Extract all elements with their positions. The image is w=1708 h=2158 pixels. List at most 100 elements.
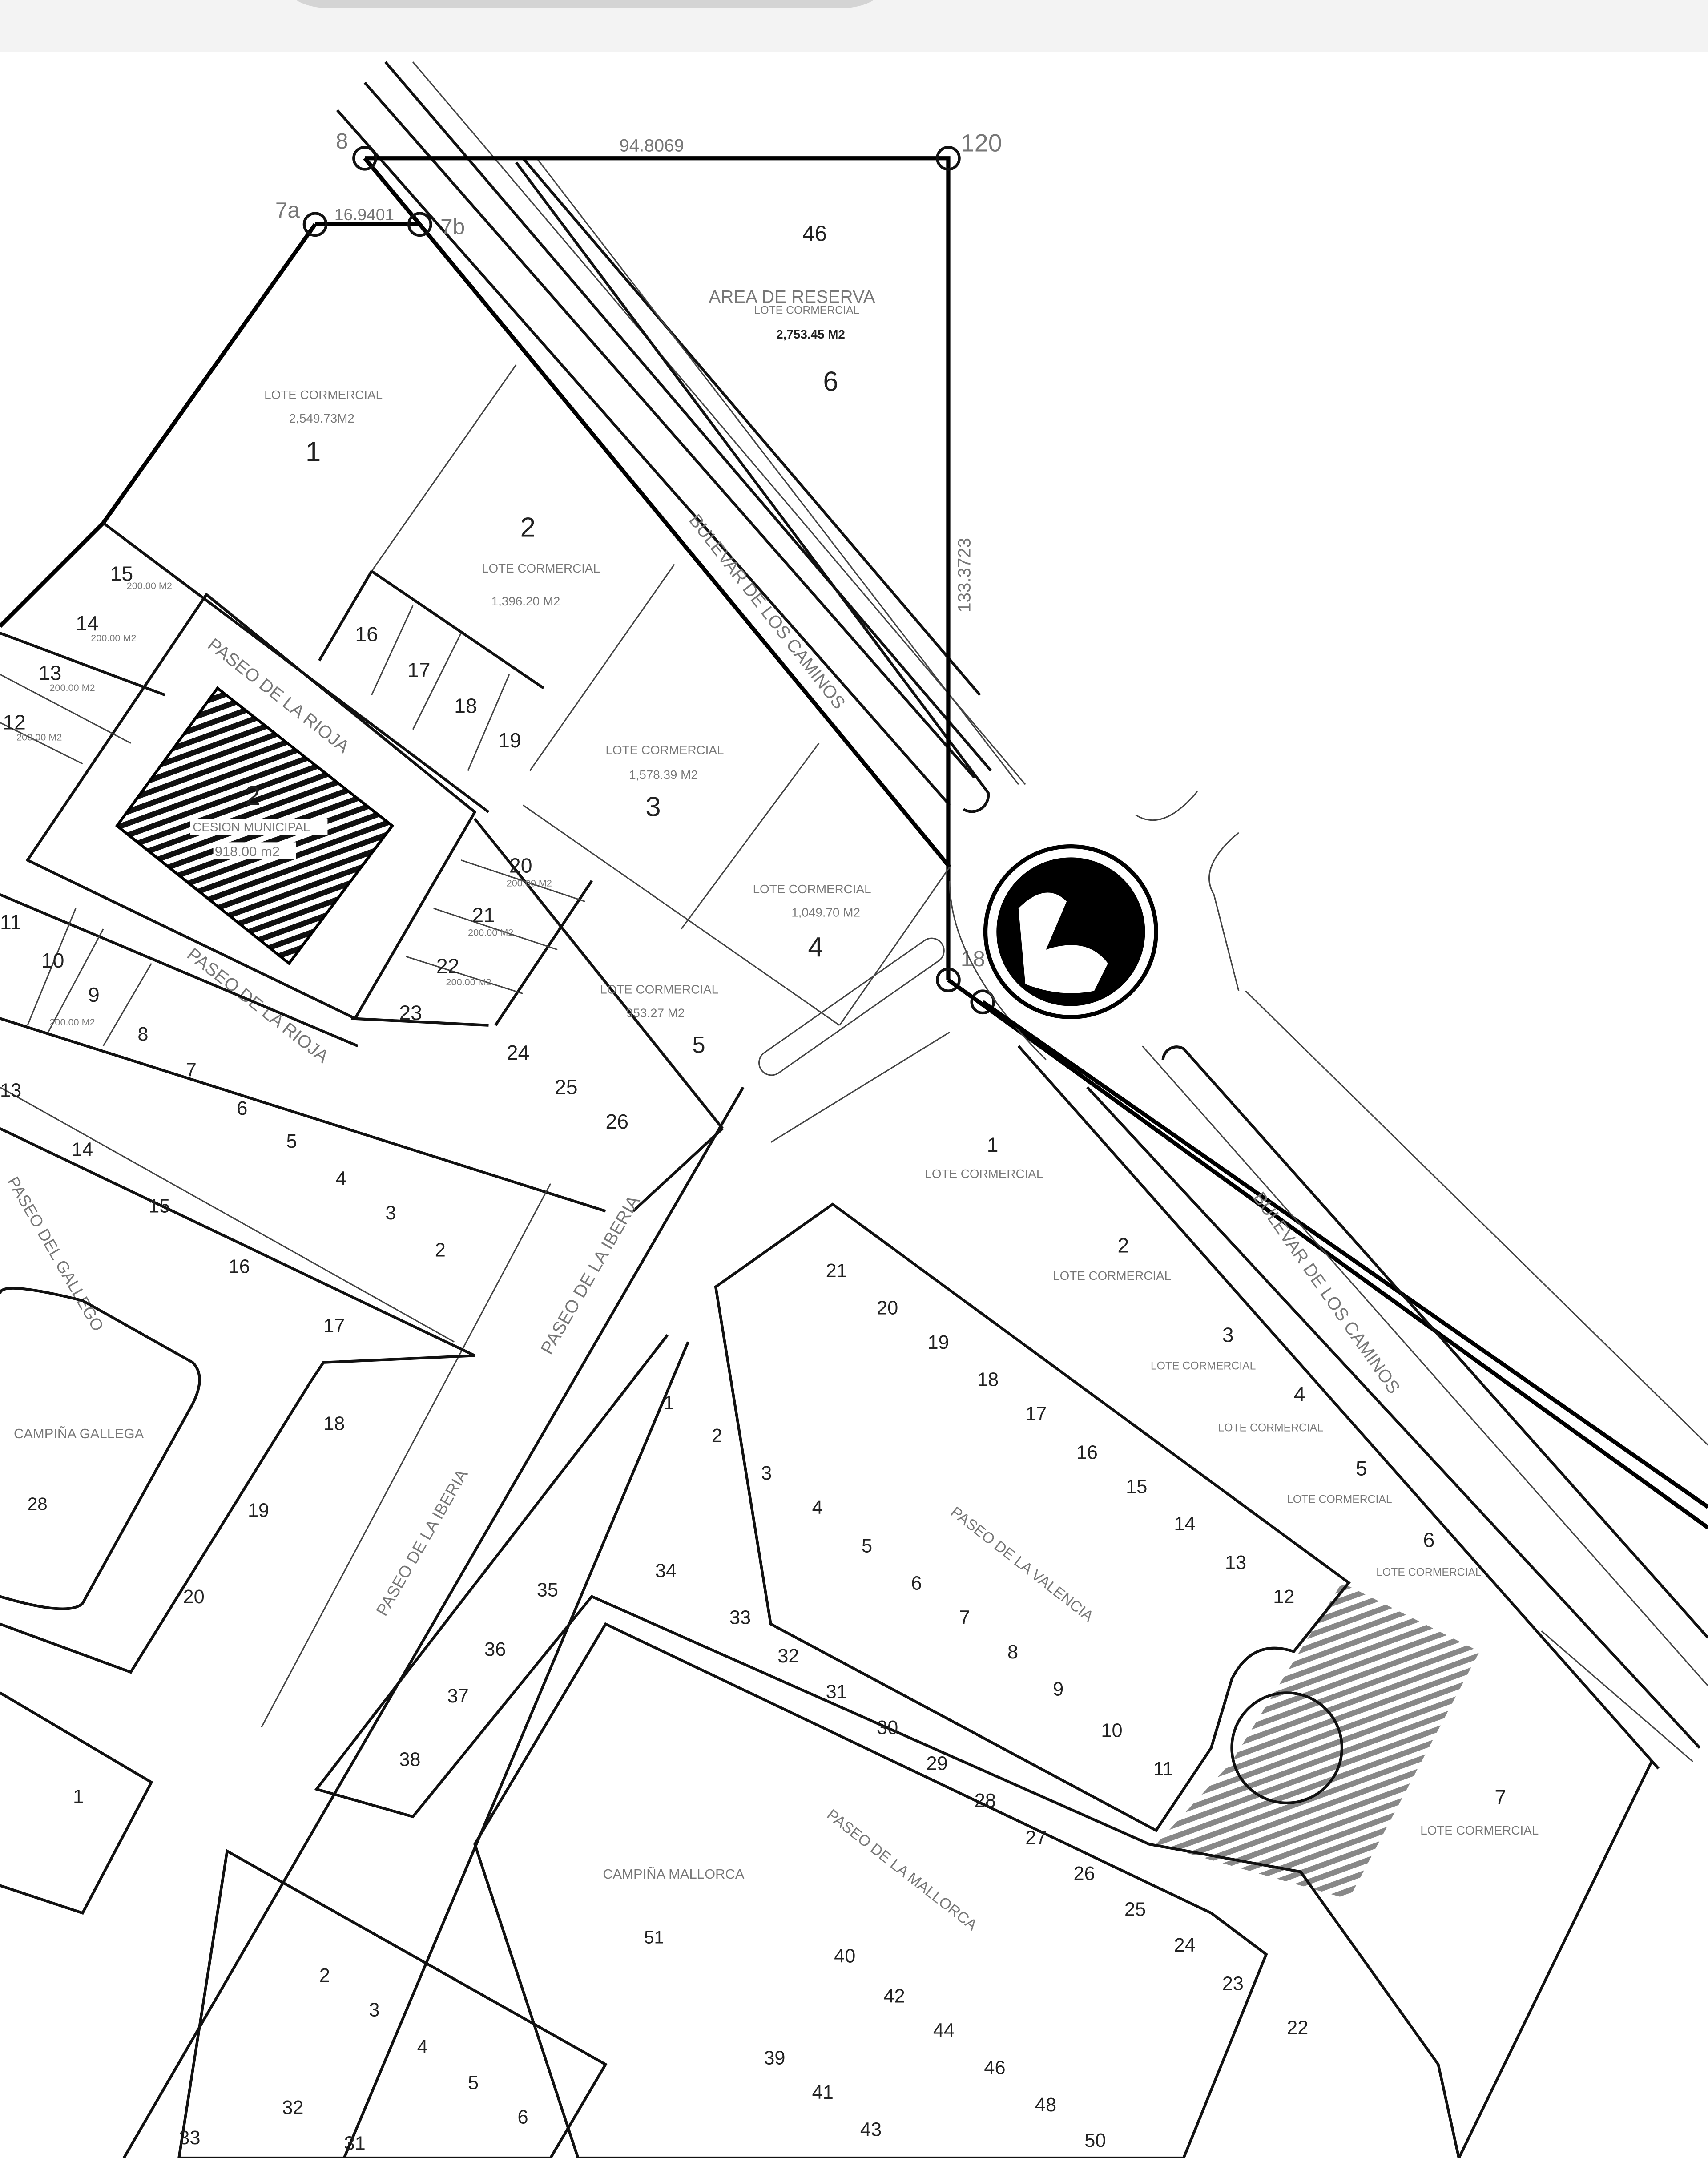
lot-number: 48 bbox=[1035, 2094, 1056, 2116]
commercial-lot-3[interactable]: LOTE CORMERCIAL 1,578.39 M2 3 bbox=[605, 743, 724, 822]
reserve-title: AREA DE RESERVA bbox=[709, 287, 875, 307]
lot-number: 33 bbox=[179, 2127, 200, 2149]
small-lot-15: 15 bbox=[110, 562, 133, 585]
survey-point-marker[interactable] bbox=[936, 145, 961, 171]
south-commercial-lots[interactable]: 1 LOTE CORMERCIAL 2 LOTE CORMERCIAL 3 LO… bbox=[925, 1133, 1539, 1837]
lot-number: 10 bbox=[1101, 1720, 1122, 1741]
survey-point-marker[interactable] bbox=[302, 212, 328, 237]
south-blocks bbox=[314, 1202, 1693, 2158]
lot-number: 2 bbox=[319, 1965, 330, 1986]
small-lot-26: 26 bbox=[605, 1110, 628, 1133]
lot-number: 40 bbox=[834, 1946, 855, 1967]
lot-number: 3 bbox=[761, 1463, 772, 1484]
lot-number: 16 bbox=[229, 1256, 250, 1278]
lot-number: 21 bbox=[826, 1260, 847, 1282]
street-label-mallorca: PASEO DE LA MALLORCA bbox=[824, 1806, 980, 1934]
lot-number: 20 bbox=[877, 1298, 898, 1319]
lot-number: 4 bbox=[812, 1497, 823, 1518]
small-lot-area: 200.00 M2 bbox=[446, 976, 491, 988]
lot-number: 1 bbox=[306, 436, 321, 467]
lot-number: 27 bbox=[1025, 1827, 1047, 1849]
lot-area: 2,549.73M2 bbox=[289, 411, 354, 425]
survey-point-marker[interactable] bbox=[352, 145, 377, 171]
lot-number: 17 bbox=[323, 1315, 345, 1337]
lot-area: 1,396.20 M2 bbox=[491, 594, 560, 608]
small-lot-13: 13 bbox=[39, 661, 62, 684]
lot-number: 2 bbox=[712, 1425, 722, 1447]
lot-number: 2 bbox=[520, 512, 536, 543]
reserve-area: 2,753.45 M2 bbox=[776, 327, 845, 341]
commercial-lot-1[interactable]: LOTE CORMERCIAL 2,549.73M2 1 bbox=[264, 388, 383, 467]
street-label-iberia-2: PASEO DE LA IBERIA bbox=[372, 1466, 471, 1619]
lot-number: 14 bbox=[72, 1139, 93, 1161]
small-lot-area: 200.00 M2 bbox=[468, 927, 513, 938]
lot-label: LOTE CORMERCIAL bbox=[600, 983, 718, 996]
lot-number: 13 bbox=[1225, 1552, 1246, 1573]
lot-number: 5 bbox=[286, 1131, 297, 1152]
boulevard-north bbox=[336, 61, 1026, 813]
small-lot-9: 9 bbox=[88, 983, 100, 1006]
lot-number: 33 bbox=[729, 1607, 751, 1629]
lot-number: 7 bbox=[186, 1059, 197, 1081]
block-label-gallega: CAMPIÑA GALLEGA bbox=[14, 1426, 144, 1441]
lot-label: LOTE CORMERCIAL bbox=[605, 743, 724, 757]
lot-number: 5 bbox=[692, 1032, 705, 1058]
lot-number: 15 bbox=[1126, 1476, 1147, 1498]
point-label-18: 18 bbox=[961, 947, 985, 971]
small-lots bbox=[0, 570, 724, 1213]
lot-number: 5 bbox=[468, 2072, 479, 2093]
lot-number: 26 bbox=[1074, 1863, 1095, 1884]
lot-number: 41 bbox=[812, 2082, 834, 2103]
reserve-number: 46 bbox=[802, 221, 827, 246]
small-lot-16: 16 bbox=[355, 623, 378, 646]
lot-number: 20 bbox=[183, 1586, 205, 1608]
lot-number: 14 bbox=[1174, 1513, 1195, 1535]
small-lot-12: 12 bbox=[3, 711, 26, 734]
west-lot-numbers: 13 14 15 16 17 18 19 20 8 7 6 5 4 3 2 1 … bbox=[0, 1024, 528, 2154]
small-lot-14: 14 bbox=[76, 612, 99, 635]
lot-number: 1 bbox=[73, 1786, 84, 1807]
south-lot-numbers: 21 20 19 18 17 16 15 14 13 12 11 10 9 8 … bbox=[399, 1260, 1308, 2151]
lot-number: 36 bbox=[484, 1639, 506, 1660]
commercial-lot-5[interactable]: LOTE CORMERCIAL 953.27 M2 5 bbox=[600, 983, 718, 1058]
survey-point-marker[interactable] bbox=[936, 967, 961, 992]
small-lot-area: 200.00 M2 bbox=[91, 633, 136, 644]
lot-number: 6 bbox=[1423, 1528, 1434, 1551]
small-lot-23: 23 bbox=[399, 1001, 422, 1024]
park-area: 918.00 m2 bbox=[215, 843, 280, 859]
point-label-8: 8 bbox=[336, 129, 348, 153]
lot-number: 24 bbox=[1174, 1935, 1195, 1956]
commercial-lot-4[interactable]: LOTE CORMERCIAL 1,049.70 M2 4 bbox=[753, 882, 871, 963]
small-lot-21: 21 bbox=[472, 904, 495, 927]
point-label-120: 120 bbox=[961, 129, 1002, 157]
viewer-handle[interactable] bbox=[296, 0, 874, 8]
block-number-mallorca: 51 bbox=[644, 1927, 664, 1947]
survey-point-marker[interactable] bbox=[407, 212, 432, 237]
block-label-mallorca: CAMPIÑA MALLORCA bbox=[603, 1866, 744, 1882]
viewer-top-bar bbox=[0, 0, 1708, 52]
survey-point-marker[interactable] bbox=[970, 989, 995, 1015]
commercial-lot-2[interactable]: 2 LOTE CORMERCIAL 1,396.20 M2 bbox=[482, 512, 600, 609]
park-cesion-municipal[interactable]: 2 CESION MUNICIPAL 918.00 m2 bbox=[26, 593, 476, 1020]
lot-number: 39 bbox=[764, 2048, 785, 2069]
small-lot-22: 22 bbox=[436, 954, 459, 977]
lot-number: 17 bbox=[1025, 1404, 1047, 1425]
lot-number: 15 bbox=[149, 1196, 170, 1217]
lot-number: 3 bbox=[369, 1999, 379, 2021]
small-lot-19: 19 bbox=[498, 729, 521, 752]
lot-number: 6 bbox=[517, 2107, 528, 2128]
lot-label: LOTE CORMERCIAL bbox=[1420, 1823, 1539, 1837]
block-number-gallega: 28 bbox=[28, 1494, 48, 1514]
distance-top: 94.8069 bbox=[619, 135, 684, 155]
small-lot-area: 200.00 M2 bbox=[16, 731, 62, 742]
lot-number: 1 bbox=[987, 1133, 999, 1156]
lot-number: 4 bbox=[336, 1168, 346, 1190]
distance-short: 16.9401 bbox=[334, 205, 394, 224]
lot-number: 5 bbox=[1356, 1457, 1367, 1480]
lot-number: 4 bbox=[417, 2037, 428, 2058]
lot-number: 50 bbox=[1084, 2130, 1106, 2151]
lot-label: LOTE CORMERCIAL bbox=[753, 882, 871, 896]
lot-label: LOTE CORMERCIAL bbox=[1151, 1360, 1256, 1372]
lot-number: 1 bbox=[663, 1392, 674, 1414]
